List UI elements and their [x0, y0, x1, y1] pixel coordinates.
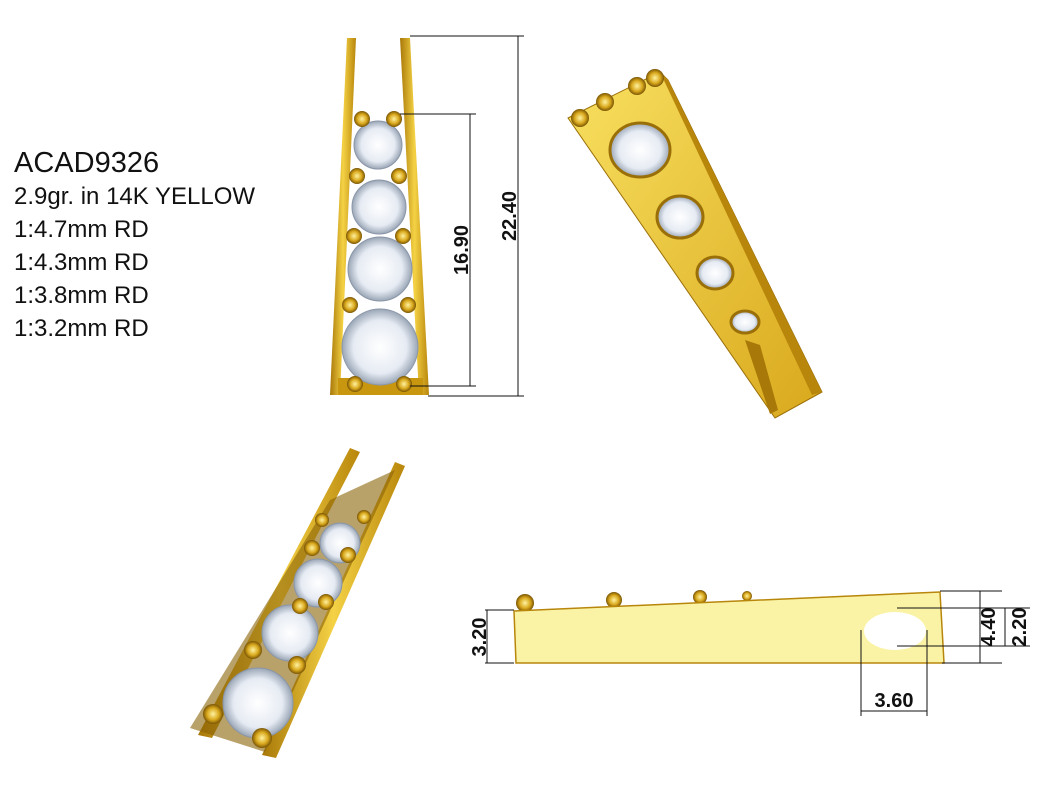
dim-total-length: 22.40 — [499, 191, 521, 241]
dim-hole-width: 3.60 — [875, 690, 914, 712]
stone-spec: 1:3.2mm RD — [14, 315, 149, 342]
weight-metal: 2.9gr. in 14K YELLOW — [14, 183, 256, 210]
dim-side-height-front: 3.20 — [469, 618, 491, 657]
stone-spec: 1:4.7mm RD — [14, 216, 149, 243]
perspective-view-back — [567, 69, 823, 419]
side-view: 3.20 4.40 2.20 3.60 — [469, 590, 1031, 716]
model-number: ACAD9326 — [14, 147, 160, 179]
stone-spec: 1:3.8mm RD — [14, 282, 149, 309]
dim-inner-length: 16.90 — [451, 225, 473, 275]
stone-spec: 1:4.3mm RD — [14, 249, 149, 276]
dim-hole-height: 2.20 — [1009, 608, 1031, 647]
front-view: 16.90 22.40 — [330, 35, 524, 397]
dim-side-height-back: 4.40 — [978, 608, 1000, 647]
perspective-view-front — [190, 448, 405, 758]
spec-block: ACAD9326 2.9gr. in 14K YELLOW 1:4.7mm RD… — [14, 146, 255, 345]
